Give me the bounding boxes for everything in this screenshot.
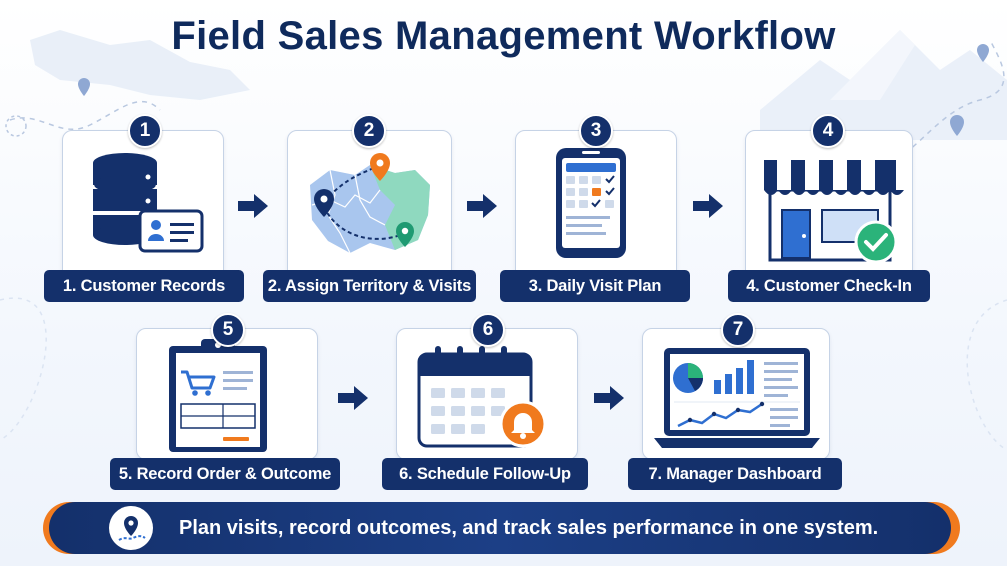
phone-calendar-icon [556,148,626,258]
database-icon [91,153,204,253]
step-6-label: 6. Schedule Follow-Up [382,458,588,490]
storefront-icon [764,160,904,264]
step-6-number: 6 [471,313,505,347]
arrow-right-icon [594,386,624,410]
map-pin-icon [314,189,334,217]
bar-chart-icon [714,380,721,394]
arrow-right-icon [238,194,268,218]
step-2-number: 2 [352,114,386,148]
step-3-label: 3. Daily Visit Plan [500,270,690,302]
map-pin-icon [370,153,390,181]
summary-banner-body: Plan visits, record outcomes, and track … [49,502,951,554]
check-badge-icon [854,220,898,264]
calendar-icon [417,346,547,448]
map-route-icon [109,506,153,550]
step-5-number: 5 [211,313,245,347]
page-title: Field Sales Management Workflow [171,14,836,58]
territory-map-icon [310,153,430,254]
step-4-label: 4. Customer Check-In [728,270,930,302]
step-1-label: 1. Customer Records [44,270,244,302]
banner-text: Plan visits, record outcomes, and track … [179,517,879,539]
map-pin-icon [396,222,414,247]
step-4-number: 4 [811,114,845,148]
shopping-cart-icon [181,370,216,390]
clipboard-cart-icon [169,339,267,452]
step-3-number: 3 [579,114,613,148]
arrow-right-icon [467,194,497,218]
step-7-label: 7. Manager Dashboard [628,458,842,490]
arrow-right-icon [693,194,723,218]
step-5-label: 5. Record Order & Outcome [110,458,340,490]
laptop-dashboard-icon [654,348,820,448]
arrow-right-icon [338,386,368,410]
step-1-number: 1 [128,114,162,148]
step-2-label: 2. Assign Territory & Visits [263,270,476,302]
step-7-number: 7 [721,313,755,347]
summary-banner: Plan visits, record outcomes, and track … [43,502,960,554]
